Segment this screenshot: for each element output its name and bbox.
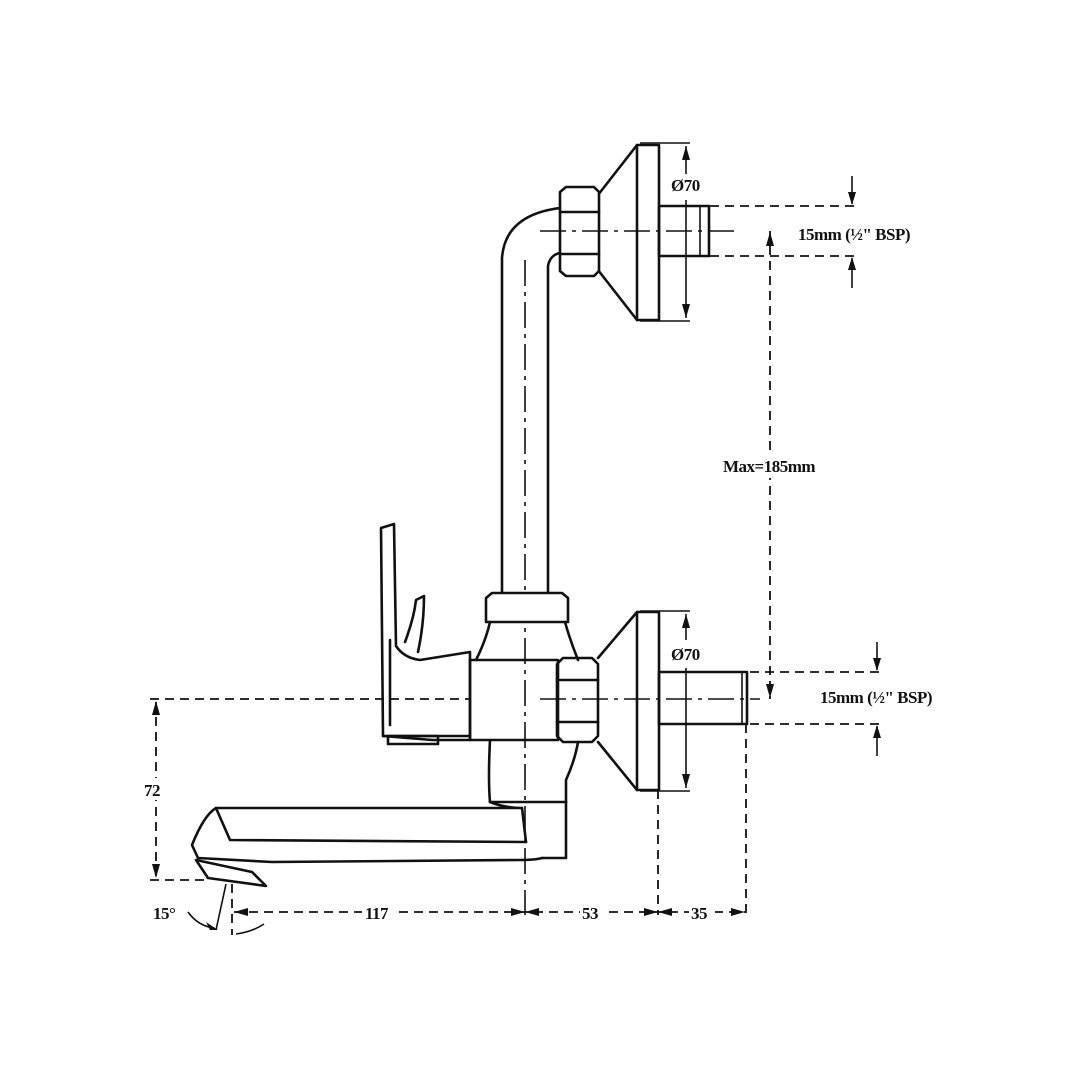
riser-outer-wall [500, 206, 562, 600]
spout-outline [190, 800, 544, 864]
bottom-diameter-label: Ø70 [671, 645, 700, 664]
body-depth-label: 53 [582, 904, 598, 923]
lever-handle [379, 522, 472, 746]
lever-tip [403, 594, 426, 654]
spout-aerator [194, 858, 268, 888]
dimension-labels: Ø70 15mm (½" BSP) Max=185mm Ø70 15mm (½"… [143, 174, 933, 923]
body-top-nut [484, 591, 570, 624]
top-diameter-label: Ø70 [671, 176, 700, 195]
bottom-hex-nut [555, 656, 600, 744]
flange-depth-label: 35 [691, 904, 707, 923]
dimensions [150, 142, 885, 935]
bottom-thread-stub [657, 670, 749, 726]
body-block [468, 658, 560, 742]
riser-inner-wall [546, 251, 562, 600]
top-thread-label: 15mm (½" BSP) [798, 225, 910, 244]
bottom-flange-cone [596, 610, 661, 792]
lever-outline [379, 522, 472, 742]
bottom-thread-label: 15mm (½" BSP) [820, 688, 932, 707]
top-flange-cone [596, 143, 661, 322]
center-distance-label: Max=185mm [723, 457, 815, 476]
spout-length-label: 117 [365, 904, 389, 923]
top-wall-connection [540, 143, 740, 322]
spout-angle-label: 15° [153, 904, 175, 923]
spout [190, 800, 544, 888]
spout-height-label: 72 [144, 781, 160, 800]
mixer-body [468, 591, 580, 860]
riser-pipe [500, 206, 562, 915]
